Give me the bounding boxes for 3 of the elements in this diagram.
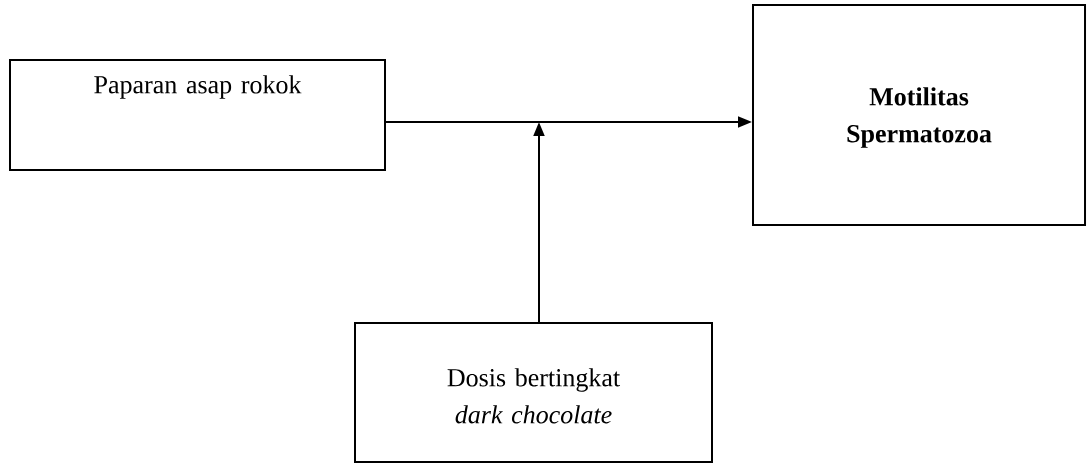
text-box: Dosis bertingkat dark chocolate (354, 322, 713, 463)
text-box: Paparan asap rokok (9, 59, 386, 171)
text-box: Motilitas Spermatozoa (752, 4, 1086, 226)
